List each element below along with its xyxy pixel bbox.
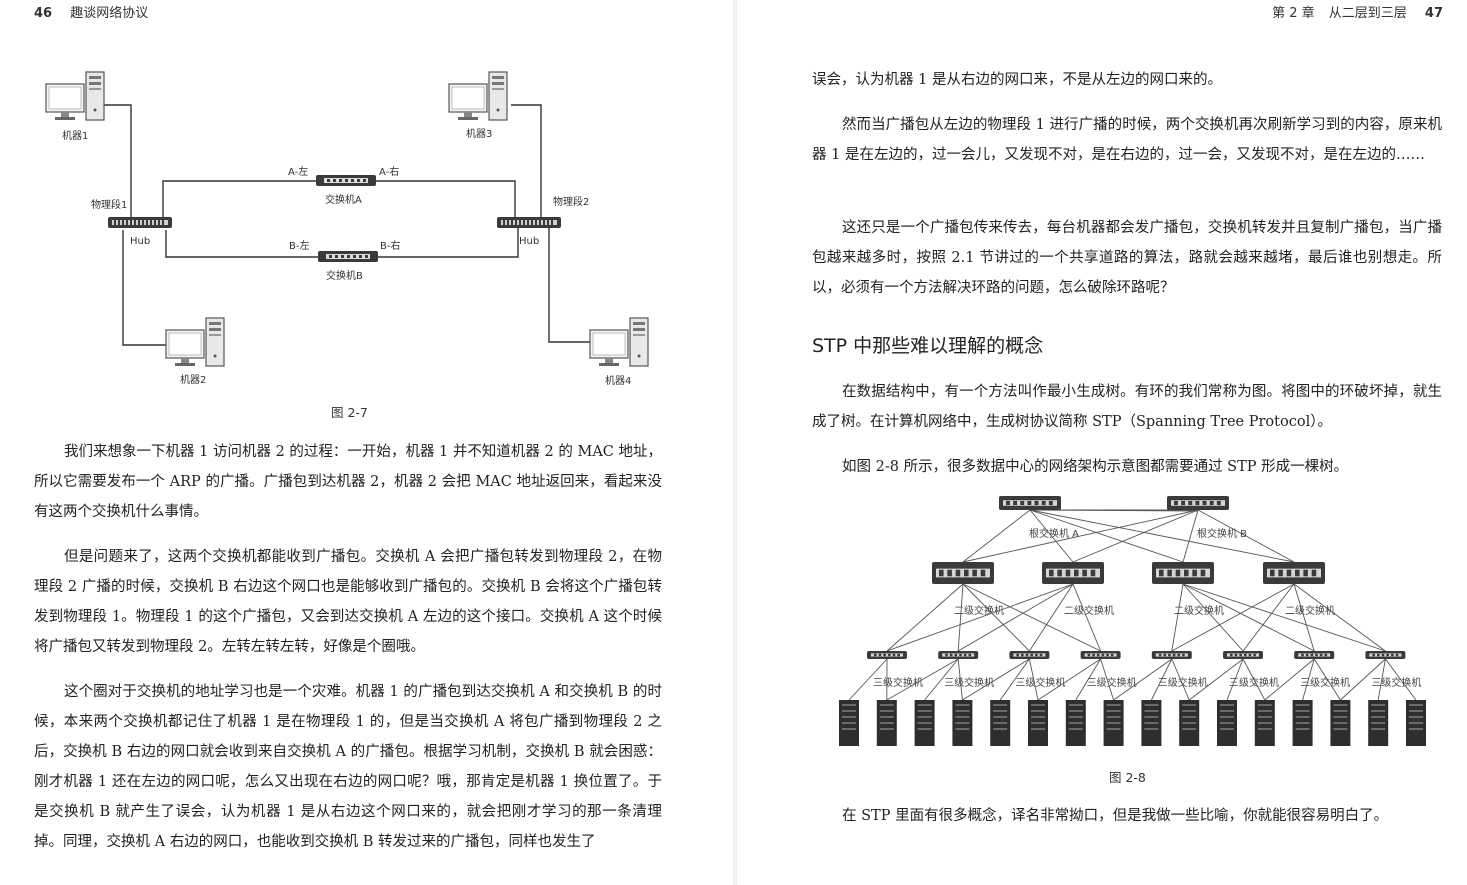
machine4-computer-icon bbox=[589, 317, 649, 367]
server-rack-icon-15 bbox=[1368, 700, 1389, 746]
switch-a-icon bbox=[316, 175, 376, 186]
root-switch-a-icon bbox=[999, 496, 1061, 510]
level3-switch-label-5: 三级交换机 bbox=[1158, 676, 1208, 689]
figure-2-7-caption: 图 2-7 bbox=[331, 405, 368, 420]
running-header-right: 第 2 章 从二层到三层 47 bbox=[1272, 2, 1443, 21]
server-rack-icon-10 bbox=[1179, 700, 1200, 746]
label-switch-b: 交换机B bbox=[326, 269, 363, 282]
server-rack-icon-12 bbox=[1254, 700, 1275, 746]
chapter-number: 第 2 章 bbox=[1272, 6, 1315, 21]
level3-switch-icon-7 bbox=[1294, 651, 1335, 659]
server-rack-icon-3 bbox=[914, 700, 935, 746]
right-page: 第 2 章 从二层到三层 47 误会，认为机器 1 是从右边的网口来，不是从左边… bbox=[737, 0, 1467, 885]
level3-switch-label-7: 三级交换机 bbox=[1300, 676, 1350, 689]
level2-switch-label-2: 二级交换机 bbox=[1064, 604, 1114, 617]
label-b-left: B-左 bbox=[289, 239, 309, 252]
page-number-left: 46 bbox=[34, 6, 53, 21]
chapter-title: 从二层到三层 bbox=[1328, 6, 1407, 21]
level3-switch-label-8: 三级交换机 bbox=[1371, 676, 1421, 689]
server-rack-icon-6 bbox=[1028, 700, 1048, 746]
level3-switch-label-6: 三级交换机 bbox=[1229, 676, 1279, 689]
server-rack-icon-9 bbox=[1141, 700, 1162, 746]
left-paragraph-2: 但是问题来了，这两个交换机都能收到广播包。交换机 A 会把广播包转发到物理段 2… bbox=[34, 549, 662, 655]
root-switch-b-icon bbox=[1167, 496, 1229, 510]
level2-switch-label-4: 二级交换机 bbox=[1285, 604, 1335, 617]
label-machine3: 机器3 bbox=[466, 127, 492, 140]
figure-2-8-caption: 图 2-8 bbox=[1109, 770, 1146, 785]
running-header-left: 46 趣谈网络协议 bbox=[34, 2, 148, 21]
label-segment2: 物理段2 bbox=[553, 195, 589, 208]
server-rack-icon-7 bbox=[1065, 700, 1086, 746]
server-rack-icon-8 bbox=[1103, 700, 1124, 746]
level3-switch-icon-1 bbox=[867, 651, 907, 659]
server-rack-icon-2 bbox=[876, 700, 897, 746]
level3-switch-label-3: 三级交换机 bbox=[1015, 676, 1065, 689]
right-paragraph-1: 然而当广播包从左边的物理段 1 进行广播的时候，两个交换机再次刷新学习到的内容，… bbox=[812, 117, 1442, 163]
label-b-right: B-右 bbox=[380, 239, 400, 252]
server-rack-icon-11 bbox=[1217, 700, 1237, 746]
label-a-left: A-左 bbox=[288, 165, 308, 178]
right-paragraph-5: 在 STP 里面有很多概念，译名非常拗口，但是我做一些比喻，你就能很容易明白了。 bbox=[842, 808, 1389, 824]
machine3-computer-icon bbox=[448, 71, 508, 121]
left-paragraph-1: 我们来想象一下机器 1 访问机器 2 的过程：一开始，机器 1 并不知道机器 2… bbox=[34, 444, 662, 520]
right-paragraph-4: 如图 2-8 所示，很多数据中心的网络架构示意图都需要通过 STP 形成一棵树。 bbox=[842, 459, 1349, 475]
server-rack-icon-4 bbox=[952, 700, 973, 746]
label-hub-left: Hub bbox=[130, 236, 150, 247]
book-gutter bbox=[733, 0, 737, 885]
right-paragraph-continued: 误会，认为机器 1 是从右边的网口来，不是从左边的网口来的。 bbox=[812, 72, 1222, 88]
hub-right-icon bbox=[497, 217, 561, 228]
level3-switch-icon-8 bbox=[1365, 651, 1406, 659]
figure-2-7-diagram: 机器1 机器3 机器2 机器4 物理段1 物理段2 Hub Hub A-左 A-… bbox=[45, 71, 649, 387]
level2-switch-icon-1 bbox=[932, 562, 994, 584]
left-paragraph-3: 这个圈对于交换机的地址学习也是一个灾难。机器 1 的广播包到达交换机 A 和交换… bbox=[34, 684, 662, 850]
server-rack-icon-1 bbox=[839, 700, 859, 746]
level2-switch-icon-4 bbox=[1263, 562, 1325, 584]
server-rack-icon-13 bbox=[1292, 700, 1313, 746]
machine2-computer-icon bbox=[165, 317, 225, 367]
label-machine1: 机器1 bbox=[62, 129, 88, 142]
machine1-computer-icon bbox=[45, 71, 105, 121]
network-cables bbox=[98, 104, 595, 346]
label-segment1: 物理段1 bbox=[91, 198, 127, 211]
level3-switch-icon-4 bbox=[1080, 651, 1121, 659]
left-page: 46 趣谈网络协议 bbox=[0, 0, 733, 885]
section-heading-stp: STP 中那些难以理解的概念 bbox=[812, 335, 1044, 357]
level3-switch-label-2: 三级交换机 bbox=[944, 676, 994, 689]
level3-switch-icon-3 bbox=[1009, 651, 1050, 659]
page-number-right: 47 bbox=[1424, 6, 1443, 21]
server-rack-icon-16 bbox=[1406, 700, 1426, 746]
right-paragraph-2: 这还只是一个广播包传来传去，每台机器都会发广播包，交换机转发并且复制广播包，当广… bbox=[812, 220, 1442, 296]
switch-b-icon bbox=[318, 251, 378, 262]
label-hub-right: Hub bbox=[519, 236, 539, 247]
level3-switch-icon-6 bbox=[1223, 651, 1263, 659]
right-paragraph-3: 在数据结构中，有一个方法叫作最小生成树。有环的我们常称为图。将图中的环破坏掉，就… bbox=[812, 384, 1442, 430]
server-rack-icon-14 bbox=[1330, 700, 1351, 746]
label-a-right: A-右 bbox=[379, 165, 399, 178]
root-switch-a-label: 根交换机 A bbox=[1029, 527, 1079, 540]
root-switch-b-label: 根交换机 B bbox=[1197, 527, 1247, 540]
server-rack-icon-5 bbox=[990, 700, 1011, 746]
level3-switch-icon-2 bbox=[938, 651, 979, 659]
level3-switch-label-4: 三级交换机 bbox=[1087, 676, 1137, 689]
book-title: 趣谈网络协议 bbox=[70, 6, 149, 21]
hub-left-icon bbox=[108, 217, 172, 228]
level2-switch-icon-2 bbox=[1042, 562, 1104, 584]
label-switch-a: 交换机A bbox=[325, 193, 362, 206]
label-machine2: 机器2 bbox=[180, 373, 206, 386]
level2-switch-label-1: 二级交换机 bbox=[954, 604, 1004, 617]
level3-switch-icon-5 bbox=[1151, 651, 1192, 659]
level2-switch-label-3: 二级交换机 bbox=[1174, 604, 1224, 617]
level2-switch-icon-3 bbox=[1152, 562, 1214, 584]
level3-switch-label-1: 三级交换机 bbox=[873, 676, 923, 689]
label-machine4: 机器4 bbox=[605, 374, 631, 387]
